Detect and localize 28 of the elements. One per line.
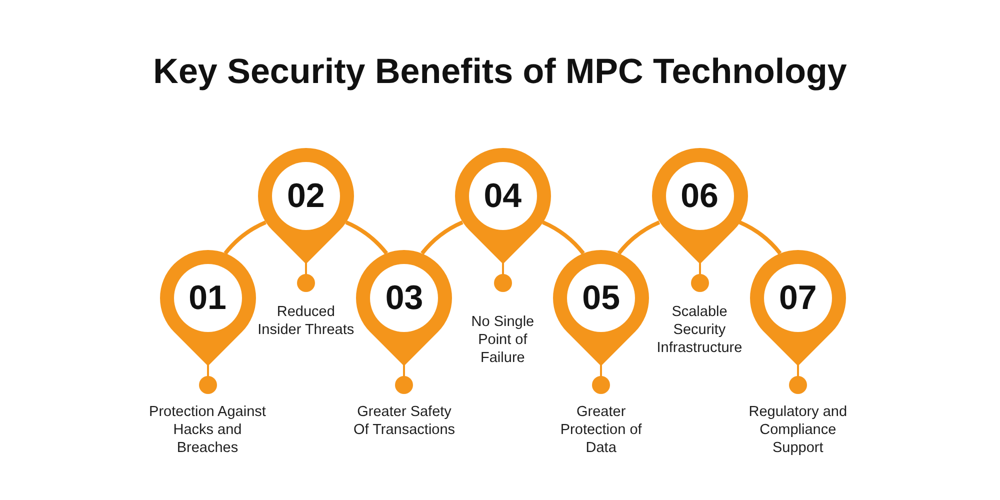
- connector-arc: [420, 220, 464, 255]
- connector-arc: [542, 220, 585, 255]
- step-number: 01: [188, 280, 226, 316]
- benefit-description: Protection Against Hacks and Breaches: [148, 403, 267, 457]
- connector-arc: [345, 220, 388, 255]
- benefit-description: Greater Protection of Data: [559, 403, 643, 457]
- benefit-description: Greater Safety Of Transactions: [352, 403, 456, 439]
- benefit-description: Scalable Security Infrastructure: [656, 303, 744, 357]
- map-pin: [454, 148, 551, 264]
- benefit-description: Regulatory and Compliance Support: [748, 403, 848, 457]
- title: Key Security Benefits of MPC Technology: [153, 51, 847, 93]
- benefit-description: No Single Point of Failure: [470, 313, 536, 367]
- connector-arc: [738, 220, 782, 255]
- step-number: 04: [484, 178, 522, 214]
- connector-arc: [617, 220, 660, 255]
- map-pin: [652, 148, 748, 264]
- map-pin: [356, 250, 452, 366]
- benefit-description: Reduced Insider Threats: [256, 303, 356, 339]
- connector-arc: [224, 220, 267, 255]
- step-number: 03: [385, 280, 424, 316]
- map-pin: [160, 250, 256, 366]
- map-pin: [258, 148, 354, 264]
- step-number: 06: [680, 178, 718, 214]
- step-number: 02: [286, 178, 325, 214]
- step-number: 05: [582, 280, 620, 316]
- map-pin: [553, 250, 650, 366]
- step-number: 07: [778, 280, 817, 316]
- map-pin: [750, 250, 846, 366]
